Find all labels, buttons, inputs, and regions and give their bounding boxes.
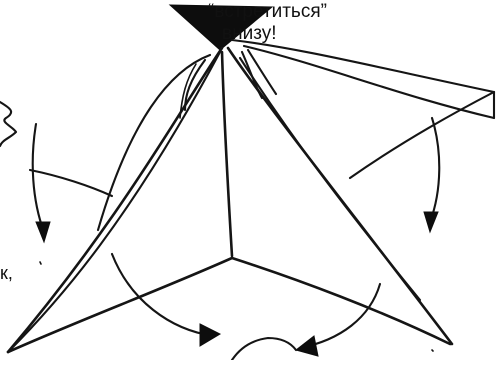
central-edge bbox=[222, 52, 232, 256]
right-face-inner bbox=[240, 58, 420, 300]
right-diagonal bbox=[350, 92, 494, 178]
bottom-left-arrow-curve bbox=[112, 254, 214, 336]
bottom-left-arrow-head bbox=[200, 324, 220, 346]
right-flap-edge-1 bbox=[242, 52, 262, 98]
right-arrow-head bbox=[424, 212, 438, 232]
bottom-circle-fragment bbox=[232, 338, 296, 360]
left-arrow-head bbox=[36, 222, 50, 242]
annotation-partial-left: к, bbox=[0, 264, 13, 282]
left-arrow-curve bbox=[33, 124, 44, 232]
bottom-right-arrow-head bbox=[296, 336, 318, 356]
left-squiggle bbox=[0, 102, 16, 146]
top-right-flap-top bbox=[232, 40, 494, 92]
right-arrow-curve bbox=[430, 118, 439, 222]
top-right-flap-bottom bbox=[244, 46, 494, 118]
speck-right bbox=[432, 350, 433, 351]
right-flap-edge-2 bbox=[248, 50, 276, 94]
base-right bbox=[232, 258, 450, 344]
left-flap-edge bbox=[98, 55, 210, 230]
speck-left bbox=[40, 262, 41, 264]
left-flap-line bbox=[30, 170, 112, 196]
annotation-line-1: “встретиться” bbox=[208, 2, 327, 21]
annotation-line-2: внизу! bbox=[222, 24, 276, 43]
